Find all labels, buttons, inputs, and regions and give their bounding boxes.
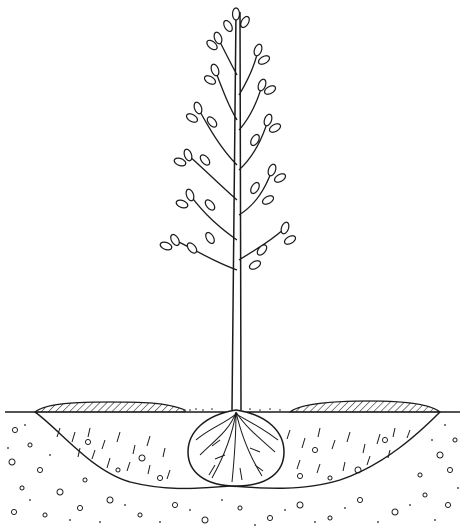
soil-mound-left [35, 402, 185, 412]
leaves [159, 8, 297, 271]
soil-mound-right [290, 401, 440, 412]
tree-trunk [232, 12, 241, 410]
